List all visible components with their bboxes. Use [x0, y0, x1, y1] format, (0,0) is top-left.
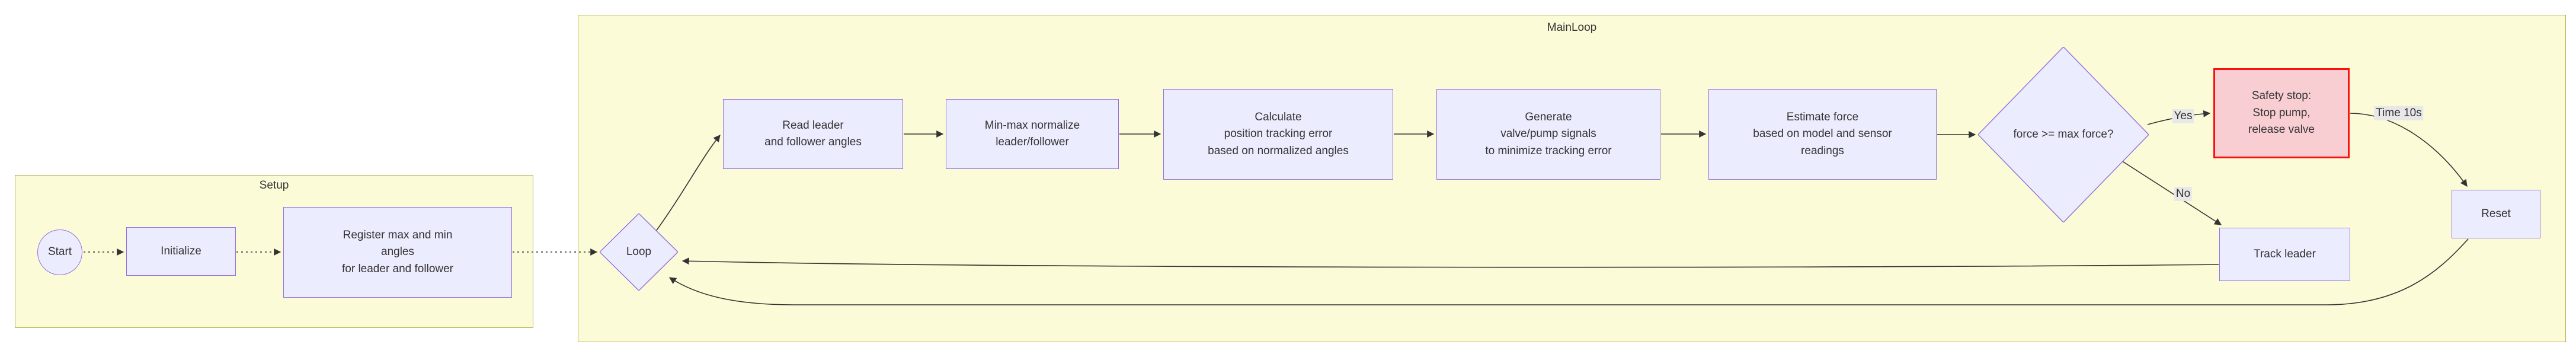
- node-register-angles: Register max and min angles for leader a…: [283, 207, 512, 298]
- node-calculate-error: Calculate position tracking error based …: [1163, 89, 1393, 180]
- force-check-diamond-shape: [1978, 47, 2149, 222]
- node-force-check-label: force >= max force?: [2013, 128, 2114, 141]
- node-minmax-normalize: Min-max normalize leader/follower: [946, 99, 1119, 169]
- node-safety-stop: Safety stop: Stop pump, release valve: [2213, 68, 2350, 158]
- edge-label-time-10s: Time 10s: [2374, 106, 2424, 120]
- node-estimate-force-label: Estimate force based on model and sensor…: [1753, 110, 1892, 157]
- node-register-angles-label: Register max and min angles for leader a…: [342, 228, 453, 275]
- edge-label-yes: Yes: [2172, 109, 2194, 123]
- loop-diamond-shape: [600, 213, 678, 291]
- node-loop-decision: Loop: [600, 213, 678, 291]
- edge-safety-to-reset: [2350, 113, 2468, 187]
- edge-reset-to-loop: [668, 238, 2469, 305]
- node-initialize: Initialize: [126, 227, 236, 276]
- node-force-check-decision: force >= max force?: [1978, 47, 2149, 222]
- edge-loop-to-read: [655, 135, 721, 232]
- edge-track-to-loop: [681, 257, 2219, 268]
- mainloop-subgraph-title: MainLoop: [1547, 21, 1597, 34]
- edge-label-no: No: [2174, 187, 2193, 201]
- node-start: Start: [37, 230, 82, 275]
- node-start-label: Start: [47, 246, 72, 259]
- node-estimate-force: Estimate force based on model and sensor…: [1708, 89, 1937, 180]
- node-generate-signals-label: Generate valve/pump signals to minimize …: [1485, 110, 1612, 157]
- node-minmax-normalize-label: Min-max normalize leader/follower: [984, 119, 1080, 149]
- node-read-angles-label: Read leader and follower angles: [764, 119, 862, 149]
- node-track-leader: Track leader: [2219, 228, 2350, 281]
- node-safety-stop-label: Safety stop: Stop pump, release valve: [2248, 90, 2315, 136]
- node-reset-label: Reset: [2481, 207, 2511, 220]
- node-calculate-error-label: Calculate position tracking error based …: [1208, 110, 1349, 157]
- node-initialize-label: Initialize: [161, 244, 201, 257]
- node-reset: Reset: [2452, 190, 2540, 238]
- node-loop-label: Loop: [626, 246, 652, 258]
- node-generate-signals: Generate valve/pump signals to minimize …: [1436, 89, 1660, 180]
- node-track-leader-label: Track leader: [2254, 247, 2316, 260]
- edge-force-no-to-track: [2121, 160, 2222, 225]
- node-read-angles: Read leader and follower angles: [723, 99, 903, 169]
- setup-subgraph-title: Setup: [259, 179, 289, 192]
